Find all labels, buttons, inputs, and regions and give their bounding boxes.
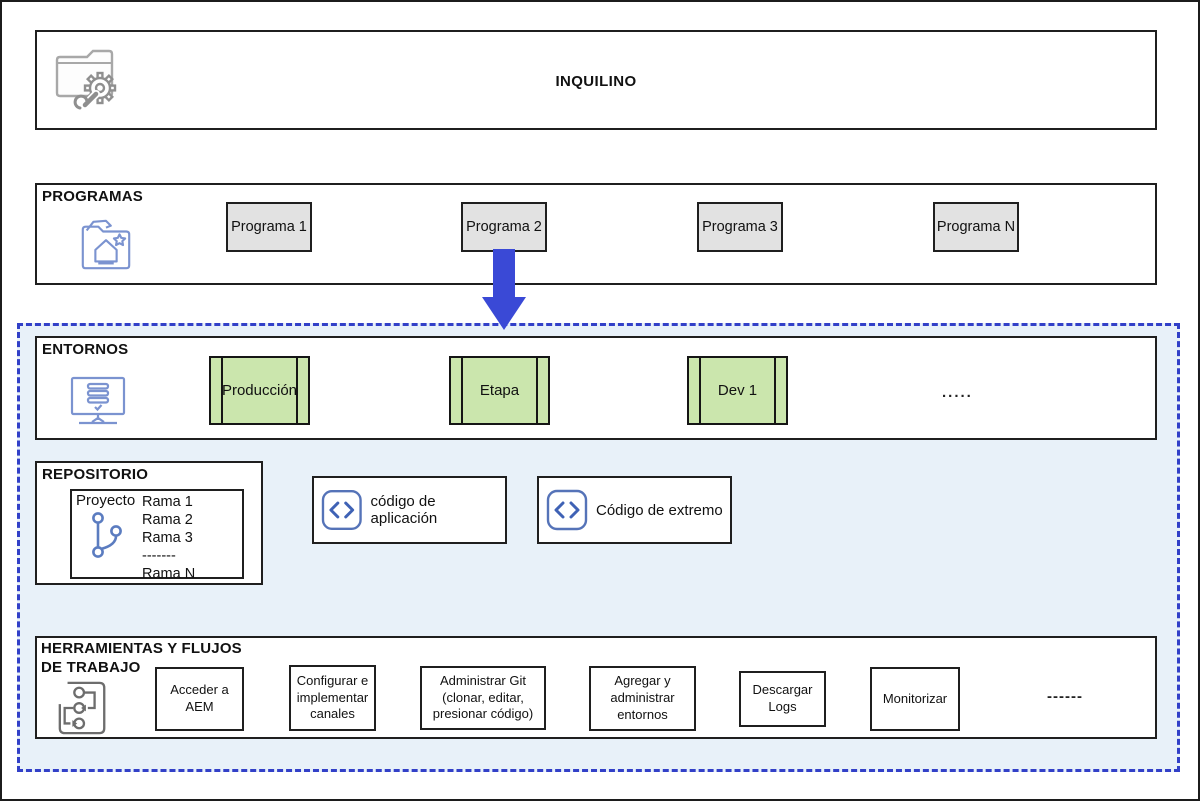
git-branch-icon (92, 512, 122, 558)
program-box-n: Programa N (933, 202, 1019, 252)
project-label: Proyecto (76, 492, 136, 509)
tenant-title: INQUILINO (555, 73, 637, 90)
tools-box: HERRAMIENTAS Y FLUJOS DE TRABAJO Acceder… (35, 636, 1157, 739)
tools-ellipsis: ------ (1047, 688, 1083, 705)
project-box: Proyecto Rama 1 Rama 2 Rama 3 ------- Ra… (70, 489, 244, 582)
programs-box: PROGRAMAS Programa 1 Programa 2 Programa… (35, 183, 1157, 285)
frontend-code-box: Código de extremo (537, 476, 732, 544)
program-folder-icon (81, 219, 131, 270)
tool-access-aem: Acceder a AEM (155, 667, 244, 731)
code-brackets-icon (546, 489, 588, 531)
frontend-code-label: Código de extremo (596, 501, 723, 519)
tools-label-line1: HERRAMIENTAS Y FLUJOS (41, 640, 242, 657)
tool-configure-pipelines: Configurar e implementar canales (289, 665, 376, 731)
tenant-box: INQUILINO (35, 30, 1157, 130)
tools-label-line2: DE TRABAJO (41, 659, 141, 676)
tool-download-logs: Descargar Logs (739, 671, 826, 727)
environments-ellipsis: ..... (942, 384, 973, 401)
env-box-dev: Dev 1 (687, 356, 788, 425)
folder-gear-icon (55, 49, 117, 110)
branch-list: Rama 1 Rama 2 Rama 3 ------- Rama N (142, 494, 196, 582)
workflow-icon (58, 681, 106, 735)
environments-label: ENTORNOS (42, 341, 129, 358)
application-code-label: código de aplicación (370, 493, 438, 527)
code-brackets-icon (321, 490, 362, 530)
monitor-icon (70, 376, 126, 425)
program-box-3: Programa 3 (697, 202, 783, 252)
env-box-stage: Etapa (449, 356, 550, 425)
env-box-production: Producción (209, 356, 310, 425)
programs-label: PROGRAMAS (42, 188, 143, 205)
repository-label: REPOSITORIO (42, 466, 149, 483)
tool-manage-environments: Agregar y administrar entornos (589, 666, 696, 731)
down-arrow-icon (482, 249, 526, 330)
repository-box: REPOSITORIO Proyecto Rama 1 Rama 2 Rama … (35, 461, 263, 585)
tool-manage-git: Administrar Git (clonar, editar, presion… (420, 666, 546, 730)
tool-monitor: Monitorizar (870, 667, 960, 731)
application-code-box: código de aplicación (312, 476, 507, 544)
environments-box: ENTORNOS Producción Etapa Dev 1 ..... (35, 336, 1157, 440)
program-box-2: Programa 2 (461, 202, 547, 252)
program-detail-panel: ENTORNOS Producción Etapa Dev 1 ..... RE… (17, 323, 1180, 772)
program-box-1: Programa 1 (226, 202, 312, 252)
